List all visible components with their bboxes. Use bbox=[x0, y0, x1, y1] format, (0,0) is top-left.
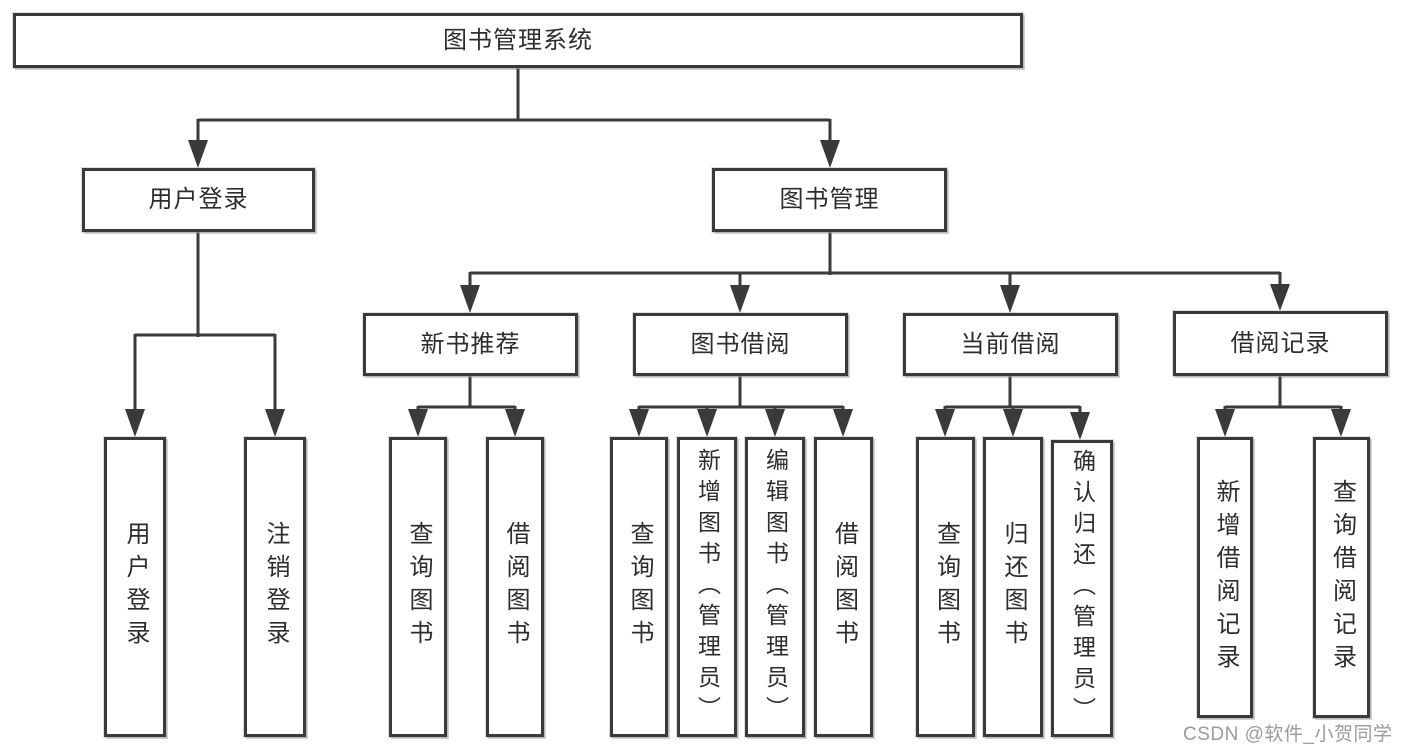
node-leaf-add-borrow-record: 新增借阅记录 bbox=[1197, 437, 1253, 718]
node-leaf-add-books-admin: 新增图书（管理员） bbox=[677, 437, 737, 737]
node-user-login-label: 用户登录 bbox=[148, 186, 249, 213]
csdn-watermark: CSDN @软件_小贺同学 bbox=[1183, 724, 1393, 745]
node-leaf-borrow-books-borrowing-label: 借阅图书 bbox=[830, 521, 858, 653]
node-leaf-query-books-current: 查询图书 bbox=[916, 437, 975, 737]
node-new-book-recommend-label: 新书推荐 bbox=[420, 330, 521, 358]
node-current-borrowing-label: 当前借阅 bbox=[960, 330, 1061, 358]
node-leaf-add-books-admin-label: 新增图书（管理员） bbox=[694, 447, 721, 727]
node-leaf-query-books-current-label: 查询图书 bbox=[932, 521, 960, 653]
node-book-management-label: 图书管理 bbox=[779, 186, 880, 213]
node-root: 图书管理系统 bbox=[13, 13, 1023, 68]
node-leaf-add-borrow-record-label: 新增借阅记录 bbox=[1212, 478, 1239, 677]
node-user-login: 用户登录 bbox=[82, 168, 315, 232]
node-leaf-borrow-books-recommend-label: 借阅图书 bbox=[502, 521, 529, 653]
node-leaf-edit-books-admin-label: 编辑图书（管理员） bbox=[762, 447, 789, 727]
node-current-borrowing: 当前借阅 bbox=[903, 313, 1118, 376]
node-leaf-borrow-books-recommend: 借阅图书 bbox=[486, 437, 544, 737]
node-book-borrowing-label: 图书借阅 bbox=[690, 330, 791, 358]
node-leaf-return-books: 归还图书 bbox=[983, 437, 1043, 737]
node-leaf-query-borrow-record: 查询借阅记录 bbox=[1313, 437, 1370, 718]
node-new-book-recommend: 新书推荐 bbox=[363, 313, 578, 376]
node-leaf-logout: 注销登录 bbox=[244, 437, 306, 737]
node-borrowing-records: 借阅记录 bbox=[1173, 311, 1388, 376]
node-leaf-query-books-recommend: 查询图书 bbox=[389, 437, 447, 737]
node-book-management: 图书管理 bbox=[712, 168, 947, 232]
node-leaf-return-books-label: 归还图书 bbox=[1000, 521, 1027, 653]
node-leaf-confirm-return-admin-label: 确认归还（管理员） bbox=[1069, 449, 1096, 728]
node-leaf-user-login-label: 用户登录 bbox=[122, 521, 149, 653]
node-leaf-query-books-borrowing: 查询图书 bbox=[610, 437, 668, 737]
node-leaf-confirm-return-admin: 确认归还（管理员） bbox=[1051, 440, 1113, 737]
node-leaf-borrow-books-borrowing: 借阅图书 bbox=[814, 437, 873, 737]
node-root-label: 图书管理系统 bbox=[443, 26, 593, 54]
node-leaf-query-borrow-record-label: 查询借阅记录 bbox=[1328, 478, 1356, 677]
node-book-borrowing: 图书借阅 bbox=[633, 313, 848, 376]
node-leaf-logout-label: 注销登录 bbox=[262, 521, 289, 653]
node-leaf-edit-books-admin: 编辑图书（管理员） bbox=[745, 437, 805, 737]
node-leaf-user-login: 用户登录 bbox=[104, 437, 166, 737]
node-leaf-query-books-recommend-label: 查询图书 bbox=[405, 521, 432, 653]
node-borrowing-records-label: 借阅记录 bbox=[1230, 329, 1331, 357]
node-leaf-query-books-borrowing-label: 查询图书 bbox=[626, 521, 653, 653]
